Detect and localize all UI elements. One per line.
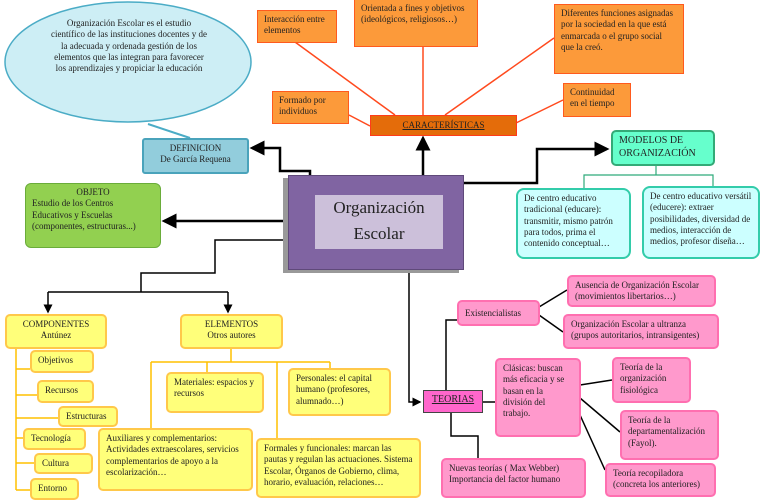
componentes-node[interactable]: COMPONENTES Antúnez xyxy=(5,314,107,349)
elementos-node[interactable]: ELEMENTOS Otros autores xyxy=(180,314,283,349)
definition-bubble-text: Organización Escolar es el estudio cient… xyxy=(51,18,207,73)
definicion-subtitle: De García Requena xyxy=(160,154,231,165)
elemento-item[interactable]: Personales: el capital humano (profesore… xyxy=(288,368,391,416)
elemento-item[interactable]: Auxiliares y complementarios: Actividade… xyxy=(98,428,253,491)
componente-item[interactable]: Recursos xyxy=(37,380,94,403)
componente-item[interactable]: Objetivos xyxy=(30,350,94,373)
componente-item[interactable]: Cultura xyxy=(34,453,93,474)
caracteristica-item[interactable]: Orientada a fines y objetivos (ideológic… xyxy=(354,0,478,47)
elemento-item[interactable]: Formales y funcionales: marcan las pauta… xyxy=(256,438,421,498)
objeto-node[interactable]: OBJETO Estudio de los Centros Educativos… xyxy=(25,183,161,248)
clasica-item[interactable]: Teoría de la organización fisiológica xyxy=(612,357,691,403)
definition-bubble-shape xyxy=(4,1,252,123)
teorias-node[interactable]: TEORIAS xyxy=(423,390,483,413)
componentes-title: COMPONENTES xyxy=(22,319,90,329)
componente-item[interactable]: Tecnología xyxy=(23,428,86,450)
central-title: Organización Escolar xyxy=(315,195,443,249)
clasicas-node[interactable]: Clásicas: buscan más eficacia y se basan… xyxy=(495,358,581,437)
existencialista-item[interactable]: Organización Escolar a ultranza (grupos … xyxy=(563,314,719,349)
central-title-line1: Organización xyxy=(333,198,425,217)
central-node[interactable]: Organización Escolar xyxy=(288,175,464,270)
central-title-line2: Escolar xyxy=(353,224,405,243)
modelo-item[interactable]: De centro educativo tradicional (educare… xyxy=(516,188,631,259)
existencialistas-node[interactable]: Existencialistas xyxy=(457,300,540,326)
caracteristica-item[interactable]: Diferentes funciones asignadas por la so… xyxy=(554,4,684,74)
existencialista-item[interactable]: Ausencia de Organización Escolar (movimi… xyxy=(567,275,716,307)
caracteristicas-node[interactable]: CARACTERÍSTICAS xyxy=(370,115,517,136)
elementos-subtitle: Otros autores xyxy=(207,330,256,341)
objeto-text: Estudio de los Centros Educativos y Escu… xyxy=(32,198,136,231)
clasica-item[interactable]: Teoría de la departamentalización (Fayol… xyxy=(620,410,719,460)
elementos-title: ELEMENTOS xyxy=(204,319,259,329)
caracteristica-item[interactable]: Interacción entre elementos xyxy=(257,10,337,43)
caracteristica-item[interactable]: Formado por individuos xyxy=(272,91,349,124)
componentes-subtitle: Antúnez xyxy=(40,330,72,341)
nuevas-teorias-node[interactable]: Nuevas teorías ( Max Webber) Importancia… xyxy=(441,458,586,498)
componente-item[interactable]: Entorno xyxy=(30,478,79,500)
componente-item[interactable]: Estructuras xyxy=(58,406,118,427)
modelos-node[interactable]: MODELOS DE ORGANIZACIÓN xyxy=(611,130,715,166)
clasica-item[interactable]: Teoría recopiladora (concreta los anteri… xyxy=(605,463,716,497)
definicion-node[interactable]: DEFINICION De García Requena xyxy=(142,138,249,174)
caracteristicas-links xyxy=(294,37,564,127)
objeto-title: OBJETO xyxy=(76,187,110,197)
caracteristica-item[interactable]: Continuidad en el tiempo xyxy=(563,83,631,117)
definicion-title: DEFINICION xyxy=(169,143,222,153)
modelo-item[interactable]: De centro educativo versátil (educere): … xyxy=(642,186,760,259)
elemento-item[interactable]: Materiales: espacios y recursos xyxy=(166,372,264,413)
